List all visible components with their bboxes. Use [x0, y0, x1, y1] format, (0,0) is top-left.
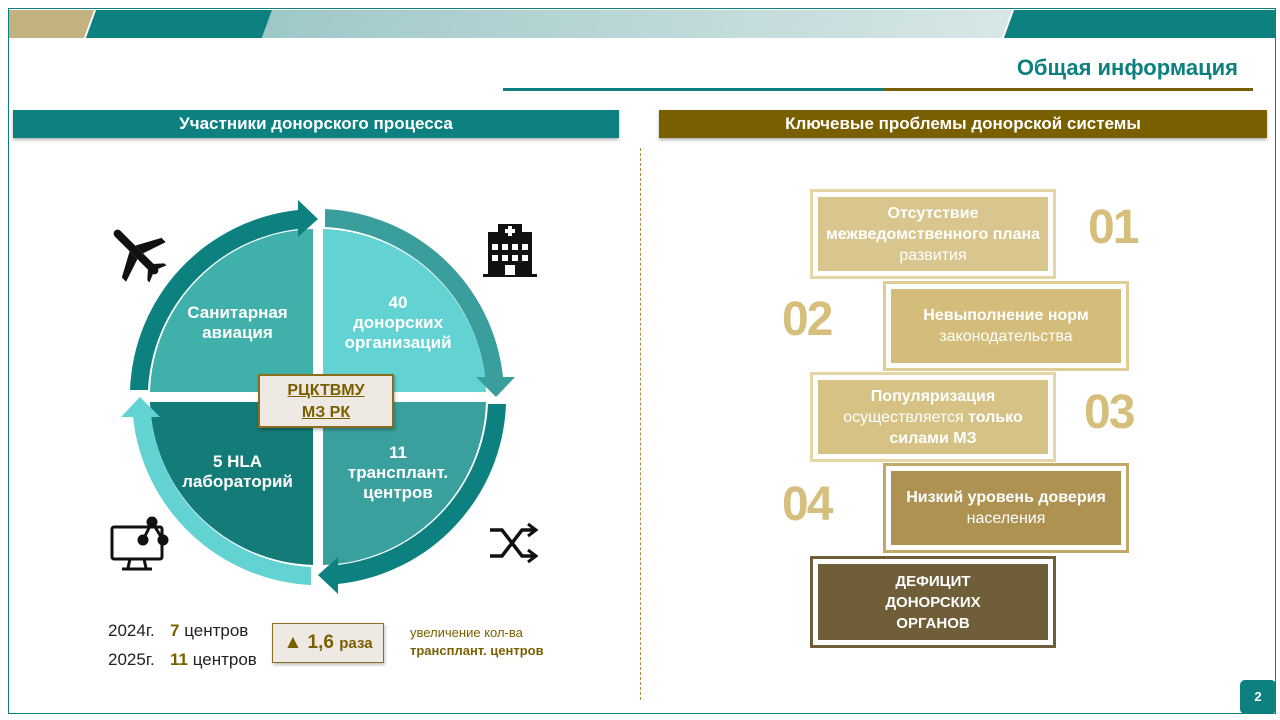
- title-underline: [503, 88, 883, 91]
- problem-number-1: 01: [1088, 201, 1139, 254]
- quadrant-donor-orgs: [323, 229, 486, 392]
- slide-frame: [8, 8, 1276, 714]
- participants-heading: Участники донорского процесса: [13, 110, 619, 138]
- arrow-top: [130, 200, 318, 390]
- arrow-left: [121, 397, 311, 585]
- problem-number-4: 04: [782, 478, 833, 531]
- problems-heading: Ключевые проблемы донорской системы: [659, 110, 1267, 138]
- quadrant-transplant-centers: [323, 402, 486, 565]
- problem-number-2: 02: [782, 293, 833, 346]
- growth-ratio-badge: ▲ 1,6 раза: [272, 623, 384, 663]
- title-underline: [883, 88, 1253, 91]
- quadrant-hla-labs: [150, 402, 313, 565]
- shuffle-icon: [490, 522, 539, 564]
- cycle-diagram: [110, 200, 539, 594]
- page-title: Общая информация: [1016, 55, 1238, 80]
- computer-network-icon: [110, 516, 169, 571]
- page-number: 2: [1240, 680, 1276, 714]
- quadrant-aviation: [150, 229, 313, 392]
- stat-2025: 2025г.11 центров: [108, 650, 257, 669]
- problem-card-1: Отсутствие межведомственного плана разви…: [810, 189, 1056, 279]
- arrow-right: [325, 209, 515, 397]
- up-arrow-icon: ▲: [283, 632, 303, 653]
- stat-2024: 2024г.7 центров: [108, 621, 249, 640]
- problem-number-3: 03: [1084, 386, 1135, 439]
- airplane-icon: [113, 229, 167, 283]
- problem-card-4: Низкий уровень доверия населения: [883, 463, 1129, 553]
- divider: [640, 148, 641, 700]
- hospital-icon: [483, 224, 537, 277]
- arrow-bottom: [318, 404, 506, 594]
